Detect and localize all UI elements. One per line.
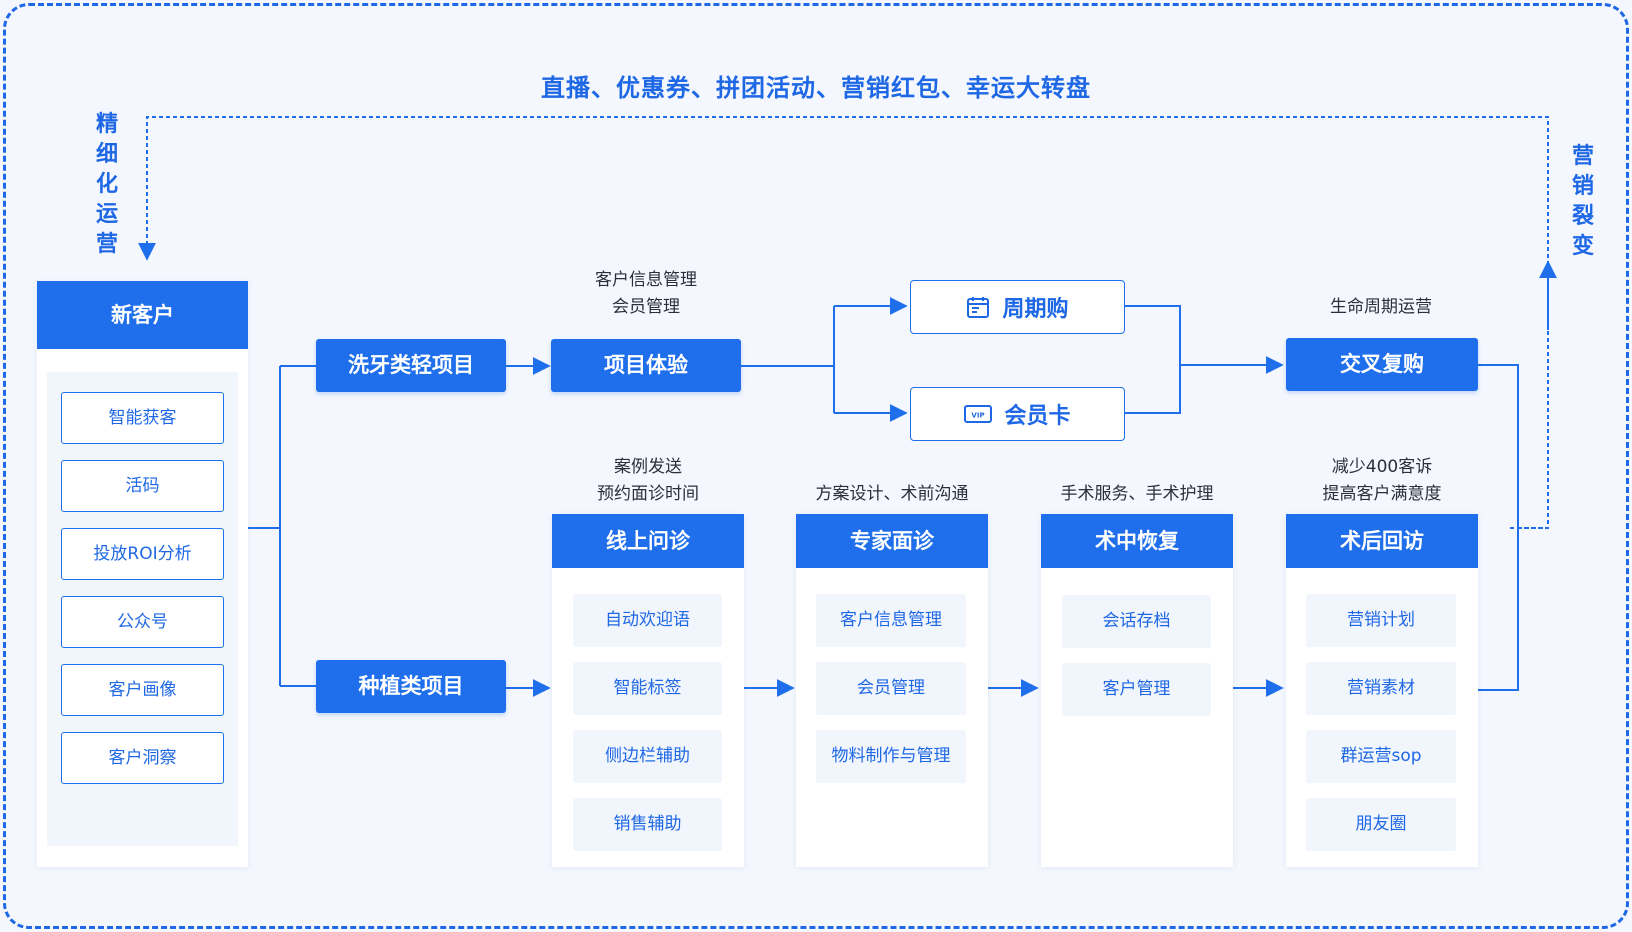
experience-caption: 客户信息管理 会员管理 [595, 270, 697, 317]
new-customer-list: 智能获客 活码 投放ROI分析 公众号 客户画像 客户洞察 [47, 372, 238, 846]
stage-caption: 案例发送 预约面诊时间 [597, 457, 699, 504]
dashed-frame [3, 3, 1629, 929]
new-customer-title: 新客户 [37, 281, 248, 349]
list-item[interactable]: 会话存档 [1062, 595, 1211, 648]
list-item[interactable]: 智能标签 [573, 662, 722, 715]
periodic-purchase-label: 周期购 [1002, 297, 1069, 322]
fine-operation-label: 精细化运营 [95, 112, 118, 257]
repurchase-caption: 生命周期运营 [1330, 297, 1432, 317]
list-item[interactable]: 客户画像 [61, 664, 224, 716]
marketing-activities-banner: 直播、优惠券、拼团活动、营销红包、幸运大转盘 [541, 74, 1091, 102]
member-card-node[interactable]: VIP 会员卡 [910, 387, 1125, 441]
stage-title: 专家面诊 [796, 514, 988, 568]
calendar-icon [967, 297, 990, 318]
stage-title: 术中恢复 [1041, 514, 1233, 568]
list-item[interactable]: 销售辅助 [573, 798, 722, 851]
marketing-fission-label: 营销裂变 [1571, 144, 1594, 259]
stage-panel-postop-followup: 术后回访 营销计划 营销素材 群运营sop 朋友圈 [1286, 514, 1478, 867]
stage-caption: 方案设计、术前沟通 [815, 484, 969, 504]
list-item[interactable]: 智能获客 [61, 392, 224, 444]
cross-repurchase-node[interactable]: 交叉复购 [1286, 338, 1478, 391]
list-item[interactable]: 物料制作与管理 [816, 730, 966, 783]
stage-panel-intraop-recovery: 术中恢复 会话存档 客户管理 [1041, 514, 1233, 867]
feedback-loop-line [138, 116, 1549, 529]
list-item[interactable]: 群运营sop [1306, 730, 1456, 783]
light-project-node[interactable]: 洗牙类轻项目 [316, 339, 506, 392]
list-item[interactable]: 营销计划 [1306, 594, 1456, 647]
plant-project-node[interactable]: 种植类项目 [316, 660, 506, 713]
member-card-label: 会员卡 [1004, 404, 1071, 429]
list-item[interactable]: 活码 [61, 460, 224, 512]
list-item[interactable]: 客户管理 [1062, 663, 1211, 716]
stage-caption: 手术服务、手术护理 [1060, 484, 1214, 504]
project-experience-node[interactable]: 项目体验 [551, 339, 741, 392]
stage-title: 术后回访 [1286, 514, 1478, 568]
list-item[interactable]: 投放ROI分析 [61, 528, 224, 580]
list-item[interactable]: 侧边栏辅助 [573, 730, 722, 783]
periodic-purchase-node[interactable]: 周期购 [910, 280, 1125, 334]
svg-text:VIP: VIP [972, 412, 985, 420]
list-item[interactable]: 客户信息管理 [816, 594, 966, 647]
vip-card-icon: VIP [964, 405, 993, 423]
stage-panel-online-consult: 线上问诊 自动欢迎语 智能标签 侧边栏辅助 销售辅助 [552, 514, 744, 867]
stage-caption: 减少400客诉 提高客户满意度 [1322, 457, 1442, 504]
stage-panel-expert-consult: 专家面诊 客户信息管理 会员管理 物料制作与管理 [796, 514, 988, 867]
list-item[interactable]: 会员管理 [816, 662, 966, 715]
list-item[interactable]: 营销素材 [1306, 662, 1456, 715]
new-customer-panel: 新客户 智能获客 活码 投放ROI分析 公众号 客户画像 客户洞察 [37, 281, 248, 867]
list-item[interactable]: 公众号 [61, 596, 224, 648]
list-item[interactable]: 朋友圈 [1306, 798, 1456, 851]
list-item[interactable]: 自动欢迎语 [573, 594, 722, 647]
stage-title: 线上问诊 [552, 514, 744, 568]
list-item[interactable]: 客户洞察 [61, 732, 224, 784]
